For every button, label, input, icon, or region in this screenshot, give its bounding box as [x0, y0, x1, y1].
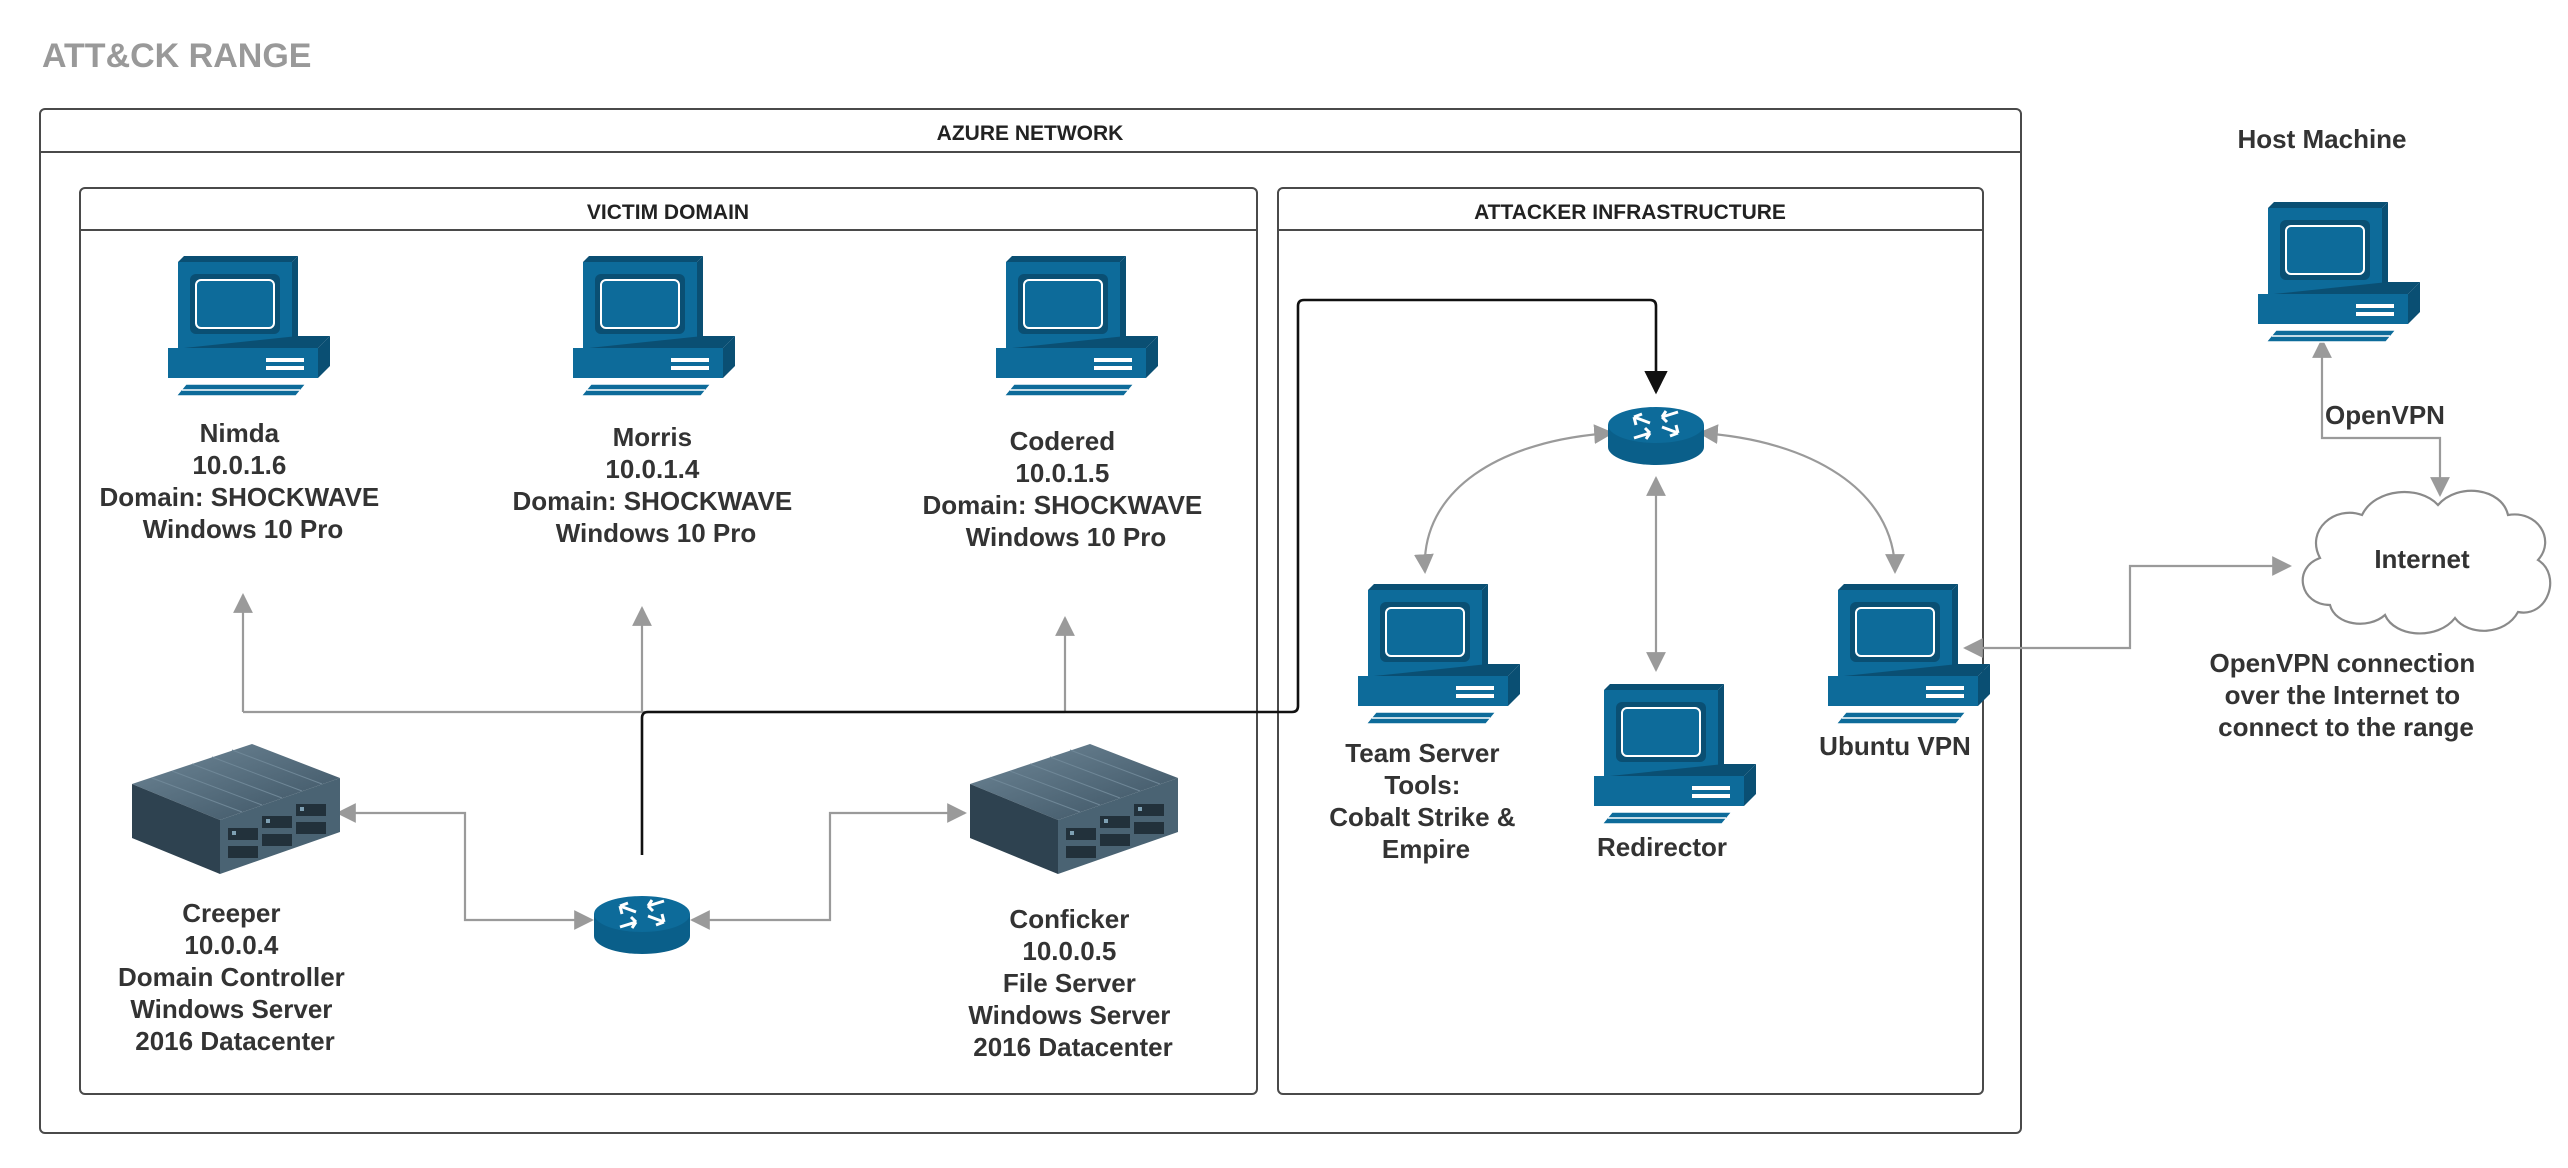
link-host-to-internet — [2312, 338, 2450, 497]
creeper-node[interactable]: Creeper 10.0.0.4 Domain Controller Windo… — [118, 743, 352, 1056]
diagram-title: ATT&CK RANGE — [42, 37, 311, 75]
victim-domain-header: VICTIM DOMAIN — [587, 201, 749, 224]
conficker-label: Conficker 10.0.0.5 File Server Windows S… — [968, 904, 1177, 1062]
team-server-node[interactable]: Team Server Tools: Cobalt Strike & Empir… — [1329, 583, 1523, 864]
computer-icon — [572, 255, 736, 397]
internet-label: Internet — [2374, 544, 2470, 574]
victim-domain-group: VICTIM DOMAIN — [79, 187, 1258, 1095]
server-icon — [131, 743, 341, 875]
ubuntu-vpn-label: Ubuntu VPN — [1819, 731, 1971, 761]
redirector-label: Redirector — [1597, 832, 1727, 862]
conficker-node[interactable]: Conficker 10.0.0.5 File Server Windows S… — [968, 743, 1179, 1062]
team-server-label: Team Server Tools: Cobalt Strike & Empir… — [1329, 738, 1523, 864]
attacker-infrastructure-header: ATTACKER INFRASTRUCTURE — [1474, 201, 1786, 224]
cloud-icon — [2301, 489, 2552, 635]
openvpn-connection-note: OpenVPN connection over the Internet to … — [2209, 648, 2482, 742]
host-machine-label: Host Machine — [2237, 124, 2406, 154]
azure-network-header: AZURE NETWORK — [937, 122, 1124, 145]
link-victim-to-attacker — [640, 298, 1668, 855]
attacker-router-icon[interactable] — [1606, 405, 1706, 467]
server-icon — [969, 743, 1179, 875]
computer-icon — [1357, 583, 1521, 725]
computer-icon — [167, 255, 331, 397]
nimda-label: Nimda 10.0.1.6 Domain: SHOCKWAVE Windows… — [100, 418, 387, 544]
openvpn-label: OpenVPN — [2325, 400, 2445, 430]
internet-node[interactable]: Internet — [2301, 489, 2552, 635]
victim-connectors — [233, 593, 1075, 930]
computer-icon — [995, 255, 1159, 397]
attacker-connectors — [1414, 424, 2292, 672]
codered-node[interactable]: Codered 10.0.1.5 Domain: SHOCKWAVE Windo… — [923, 255, 1210, 552]
computer-icon — [1593, 683, 1757, 825]
ubuntu-vpn-node[interactable]: Ubuntu VPN — [1819, 583, 1991, 761]
nimda-node[interactable]: Nimda 10.0.1.6 Domain: SHOCKWAVE Windows… — [100, 255, 387, 544]
creeper-label: Creeper 10.0.0.4 Domain Controller Windo… — [118, 898, 352, 1056]
computer-icon — [1827, 583, 1991, 725]
host-machine-icon[interactable] — [2257, 201, 2421, 343]
morris-node[interactable]: Morris 10.0.1.4 Domain: SHOCKWAVE Window… — [513, 255, 800, 548]
codered-label: Codered 10.0.1.5 Domain: SHOCKWAVE Windo… — [923, 426, 1210, 552]
redirector-node[interactable]: Redirector — [1593, 683, 1757, 862]
morris-label: Morris 10.0.1.4 Domain: SHOCKWAVE Window… — [513, 422, 800, 548]
victim-router-icon[interactable] — [592, 894, 692, 956]
